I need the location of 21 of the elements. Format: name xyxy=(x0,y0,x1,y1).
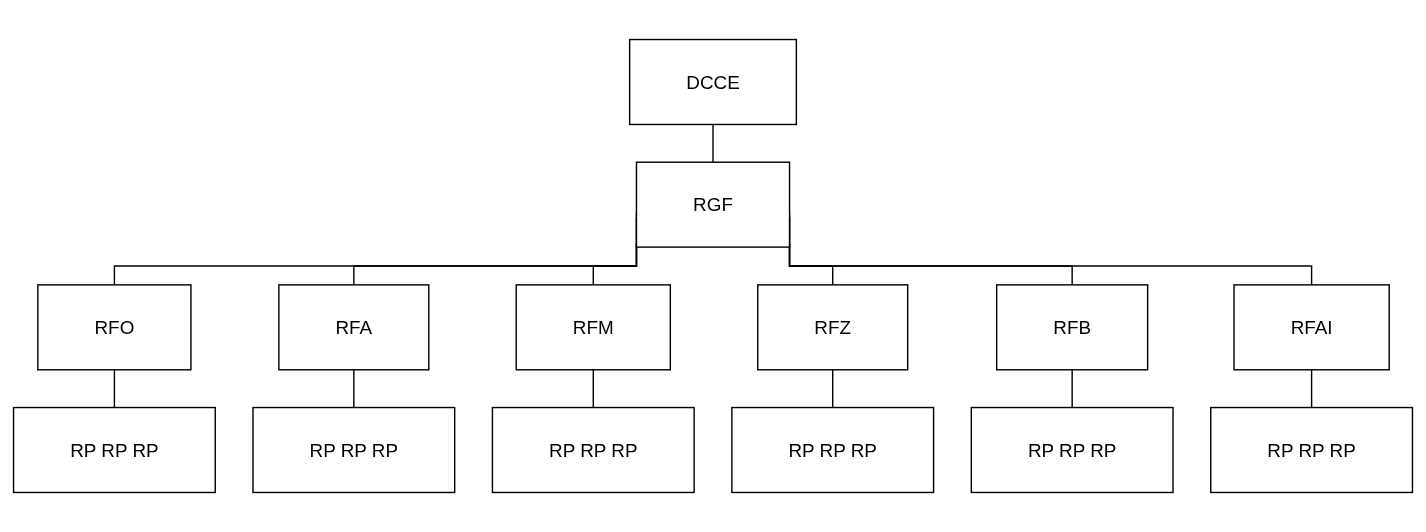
node-box: DCCE xyxy=(628,38,798,126)
node-box: RFAI xyxy=(1233,284,1390,371)
connector xyxy=(832,369,834,409)
connector xyxy=(1071,369,1073,409)
node-box: RFO xyxy=(37,284,192,371)
node-box: RFB xyxy=(995,284,1149,371)
node-box: RFZ xyxy=(757,284,909,371)
connector xyxy=(712,123,714,163)
connector xyxy=(353,369,355,409)
node-box: RP RP RP xyxy=(12,406,216,494)
connector xyxy=(113,369,116,409)
node-box: RP RP RP xyxy=(491,406,695,494)
node-box: RGF xyxy=(635,161,791,248)
connector xyxy=(1310,369,1313,409)
node-box: RP RP RP xyxy=(970,406,1174,494)
node-box: RFA xyxy=(278,284,430,371)
node-box: RFM xyxy=(515,284,672,371)
node-box: RP RP RP xyxy=(1210,406,1414,494)
connector xyxy=(592,369,594,409)
node-box: RP RP RP xyxy=(252,406,456,494)
node-box: RP RP RP xyxy=(731,406,935,494)
